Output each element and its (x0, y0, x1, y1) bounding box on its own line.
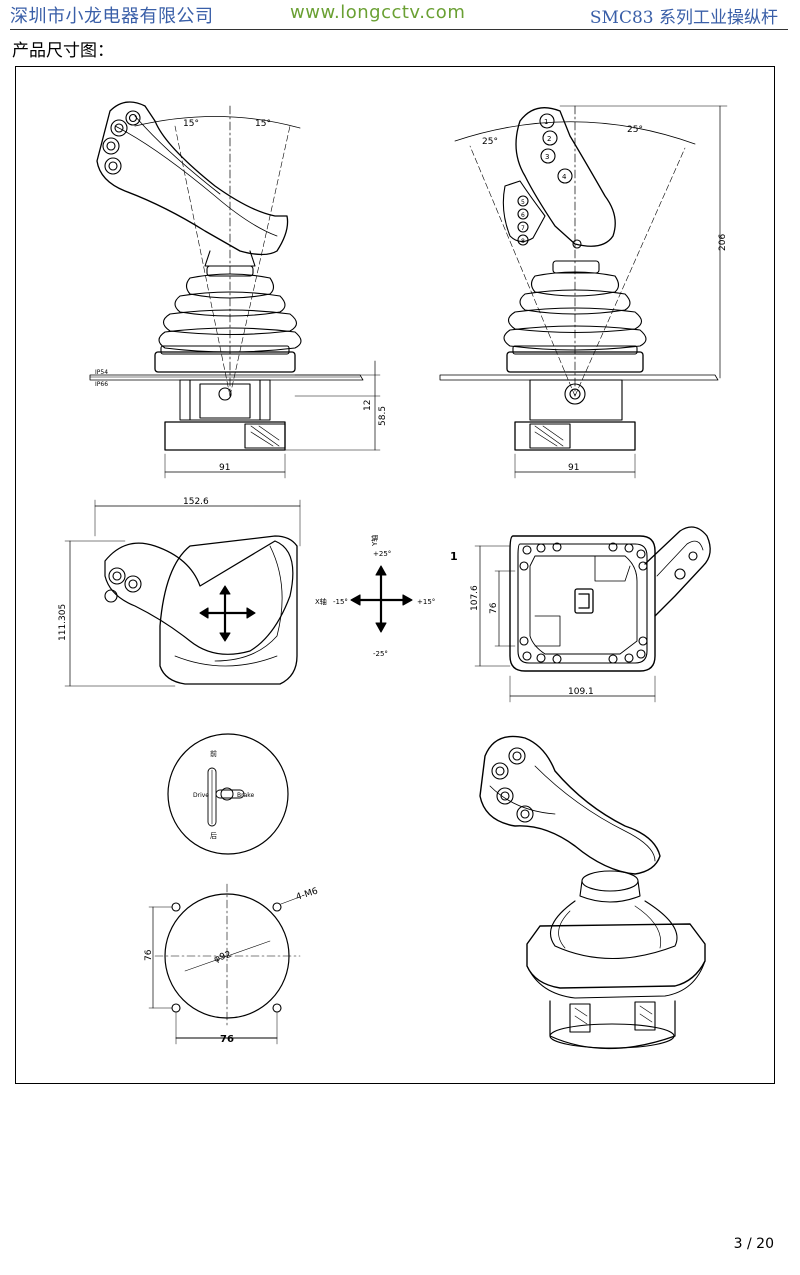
bottom-dim-107-6: 107.6 (470, 585, 480, 611)
product-series: SMC83 系列工业操纵杆 (589, 8, 778, 28)
section-title: 产品尺寸图： (12, 41, 114, 61)
side-view: 25° 25° 1 2 3 4 5 6 7 8 206 (439, 105, 728, 479)
front-view: 15° 15° IP54 IP66 (89, 101, 388, 479)
gate-back: 后 (210, 831, 217, 840)
drawing-frame (15, 66, 775, 1084)
side-button-4: 4 (562, 173, 567, 181)
mount-diameter: φ92 (213, 950, 233, 965)
top-view: 152.6 111.305 (58, 497, 301, 687)
mount-holes: 4-M6 (295, 886, 320, 903)
side-button-3: 3 (545, 153, 549, 161)
mounting-diagram: φ92 4-M6 76 76 (144, 883, 320, 1045)
side-dim-91: 91 (568, 463, 579, 473)
side-dim-206: 206 (718, 234, 728, 251)
header-rule (10, 29, 788, 30)
side-angle-left: 25° (482, 137, 498, 147)
top-dim-111-305: 111.305 (58, 604, 68, 641)
bottom-view: 1 107.6 76 109.1 (450, 526, 711, 703)
company-name: 深圳市小龙电器有限公司 (10, 6, 214, 27)
axis-x-label: X轴 (315, 597, 327, 606)
front-angle-right: 15° (255, 119, 271, 129)
page-number: 3 / 20 (733, 1236, 774, 1252)
gate-diagram: 前 后 Drive Brake (167, 733, 289, 855)
top-dim-152-6: 152.6 (183, 497, 209, 507)
website-url[interactable]: www.longcctv.com (290, 2, 466, 23)
side-button-2: 2 (547, 135, 551, 143)
axis-plus25: +25° (373, 550, 391, 558)
axis-y-label: Y轴 (370, 535, 379, 547)
side-button-7: 7 (521, 225, 525, 232)
bottom-label-1: 1 (450, 550, 458, 563)
side-angle-right: 25° (627, 125, 643, 135)
page-header: 深圳市小龙电器有限公司 www.longcctv.com SMC83 系列工业操… (0, 0, 800, 30)
axis-minus25: -25° (373, 650, 388, 658)
front-ip-upper: IP54 (95, 369, 108, 376)
front-dim-58-5: 58.5 (378, 406, 388, 426)
side-button-8: 8 (521, 238, 525, 245)
gate-drive: Drive (193, 792, 209, 799)
side-button-6: 6 (521, 212, 525, 219)
isometric-view (479, 735, 706, 1050)
front-ip-lower: IP66 (95, 381, 108, 388)
bottom-dim-76: 76 (489, 602, 499, 614)
front-dim-91: 91 (219, 463, 230, 473)
side-button-1: 1 (544, 118, 548, 126)
dimension-drawing: 15° 15° IP54 IP66 (58, 101, 728, 1050)
axis-symbol: Y轴 +25° X轴 -15° +15° -25° (315, 535, 435, 658)
side-button-5: 5 (521, 199, 525, 206)
axis-plus15: +15° (417, 598, 435, 606)
bottom-dim-109-1: 109.1 (568, 687, 594, 697)
front-angle-left: 15° (183, 119, 199, 129)
mount-dim-v: 76 (144, 949, 154, 961)
gate-brake: Brake (237, 792, 255, 799)
front-dim-12: 12 (363, 400, 373, 411)
axis-minus15: -15° (333, 598, 348, 606)
mount-dim-h: 76 (220, 1034, 234, 1045)
gate-front: 前 (210, 749, 217, 758)
